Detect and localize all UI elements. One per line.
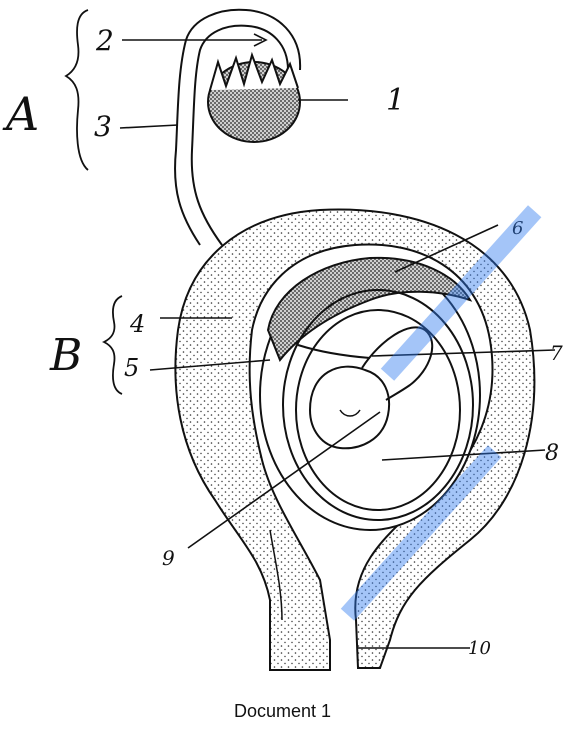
label-4: 4 bbox=[129, 310, 145, 338]
label-3: 3 bbox=[94, 110, 112, 143]
label-7: 7 bbox=[550, 341, 563, 365]
label-10: 10 bbox=[468, 638, 491, 659]
leader-3 bbox=[120, 125, 178, 128]
part-a-ovary-tube bbox=[175, 10, 300, 245]
bracket-a bbox=[66, 10, 88, 170]
label-5: 5 bbox=[124, 354, 139, 382]
label-8: 8 bbox=[545, 441, 559, 466]
label-B: B bbox=[49, 330, 82, 381]
bracket-b bbox=[104, 296, 122, 394]
figure-caption: Document 1 bbox=[0, 701, 565, 722]
label-9: 9 bbox=[162, 546, 175, 570]
label-2: 2 bbox=[95, 24, 114, 57]
fetus-9 bbox=[310, 367, 389, 449]
label-1: 1 bbox=[386, 83, 405, 118]
label-A: A bbox=[2, 87, 39, 141]
